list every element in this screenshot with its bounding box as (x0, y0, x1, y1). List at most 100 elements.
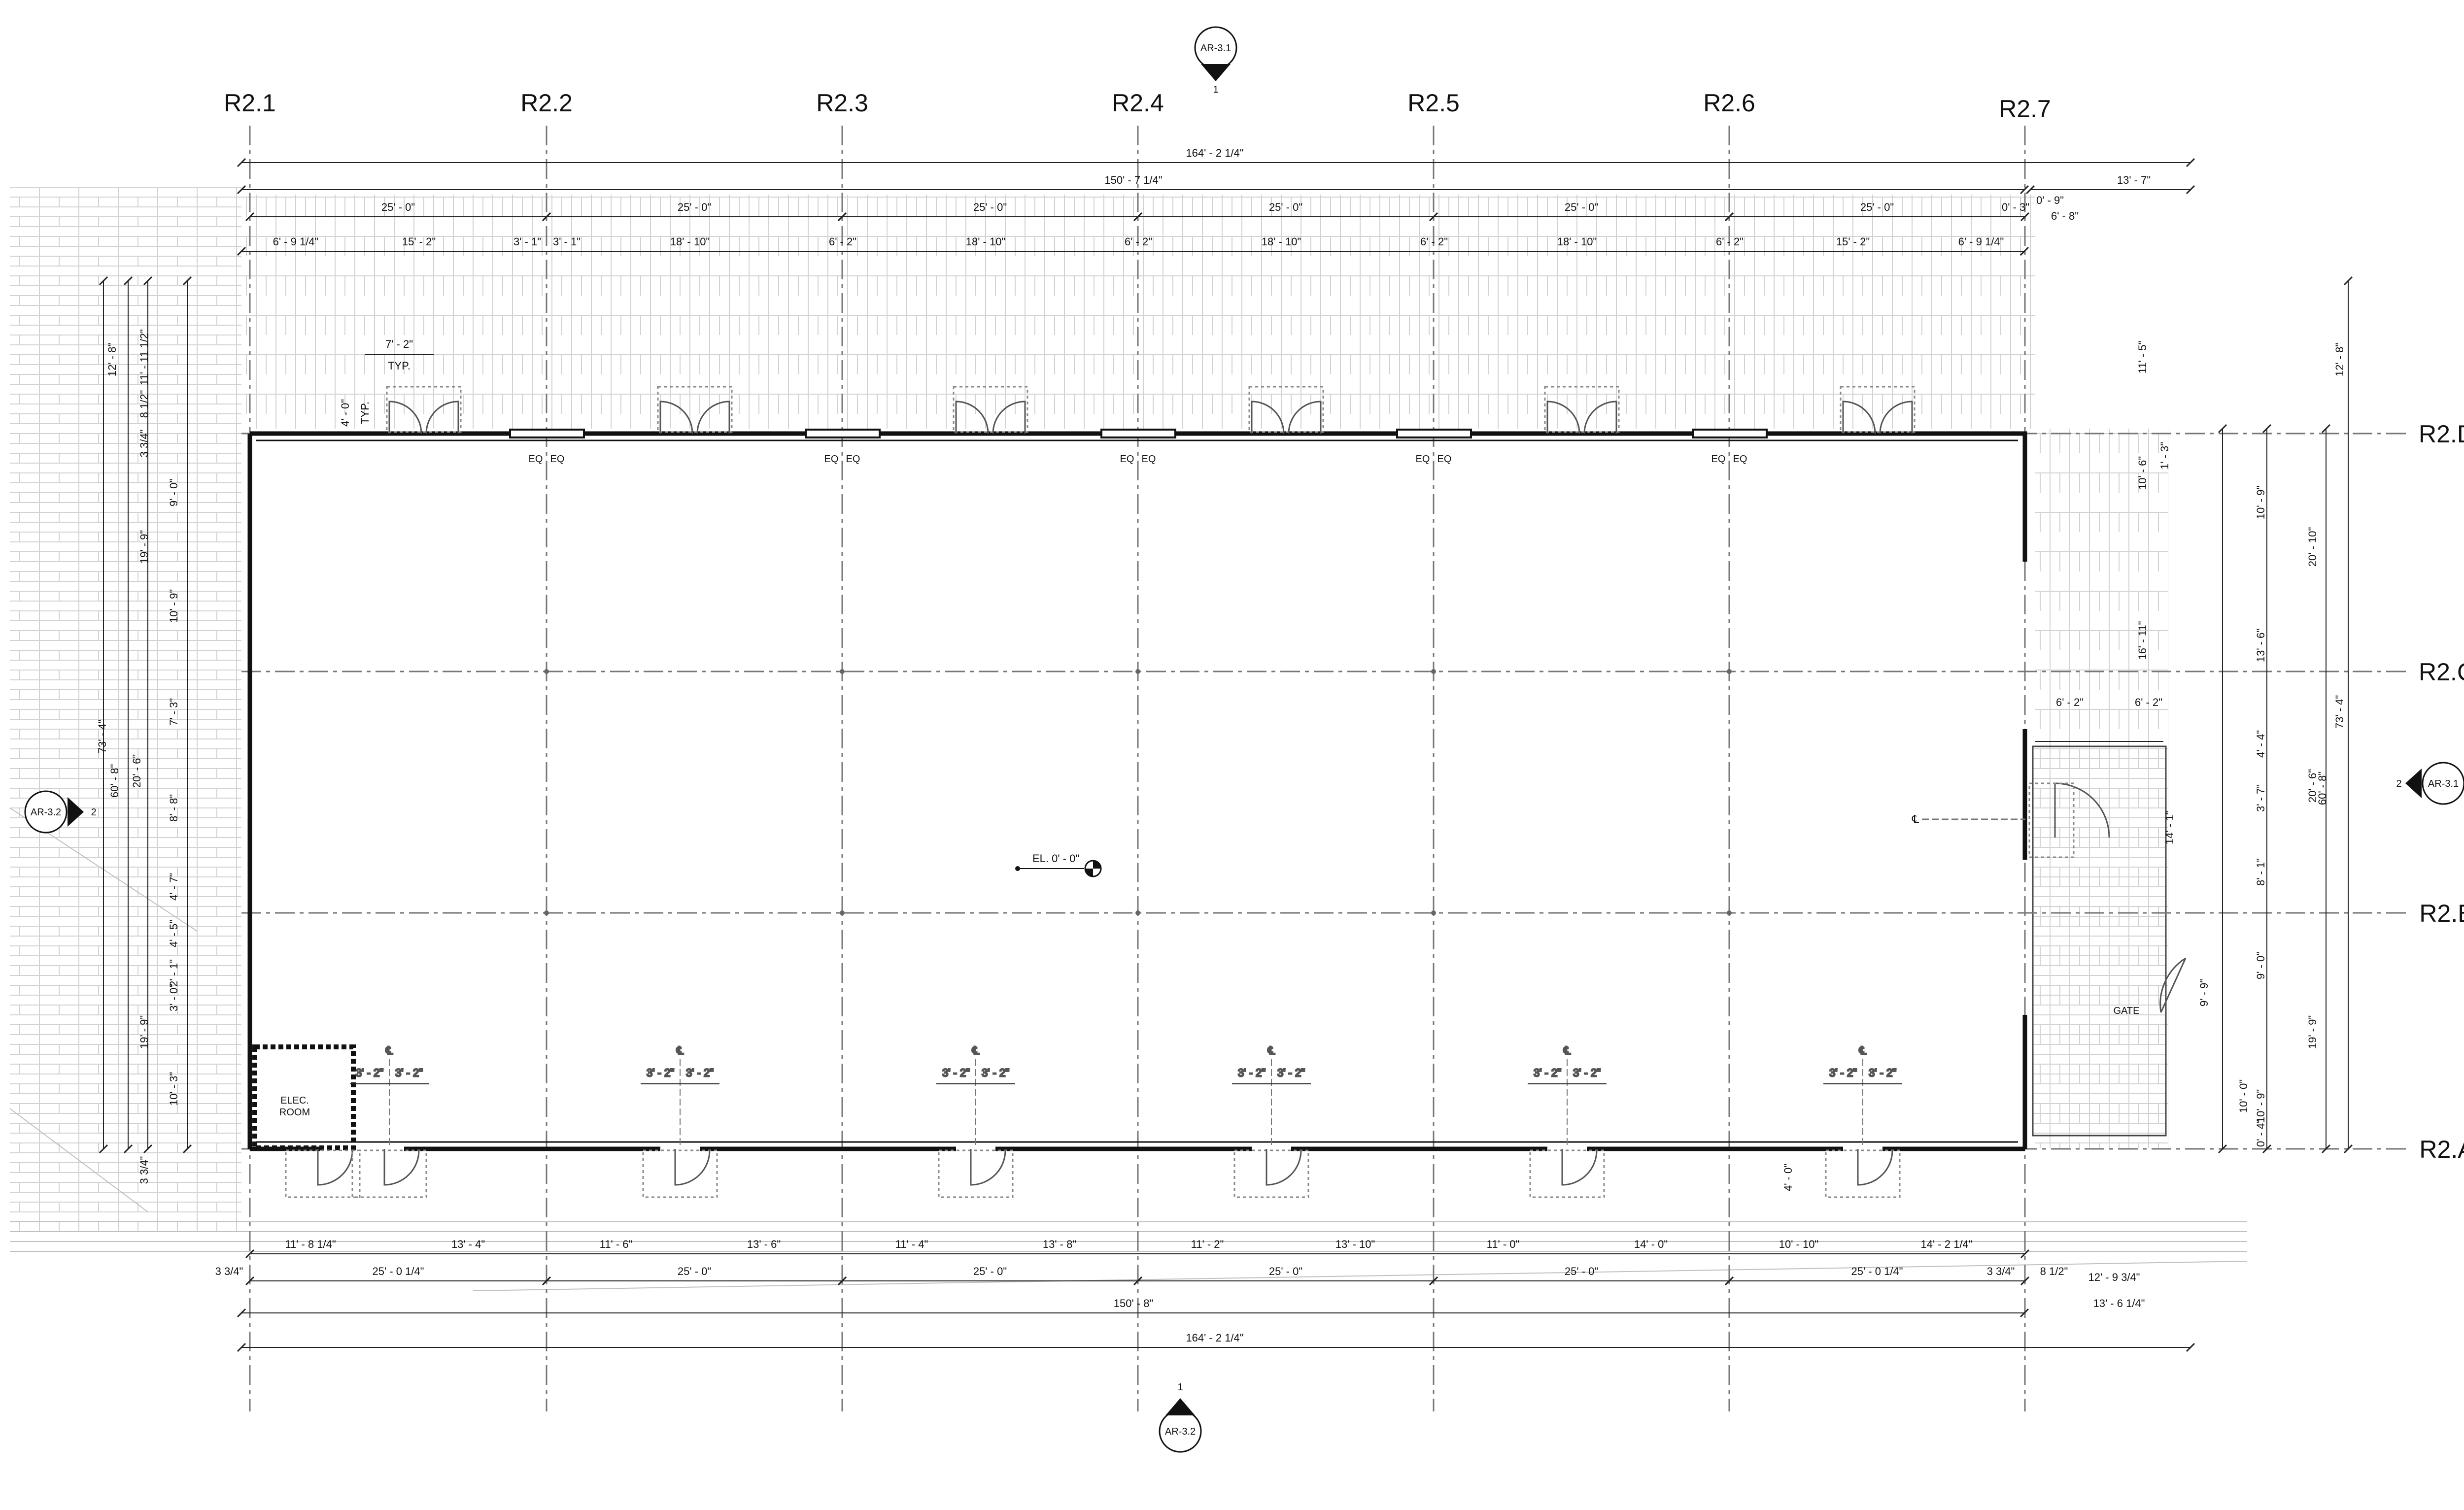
door-swing (1857, 1149, 1893, 1186)
dim-bay: 25' - 0" (1565, 1265, 1598, 1277)
dim-vertical: 20' - 6" (131, 754, 143, 788)
centerline-mark: ℄ (972, 1044, 980, 1057)
dim-opening: 11' - 6" (600, 1238, 633, 1250)
dim-vertical: 9' - 0" (168, 479, 180, 506)
dim-vertical: 60' - 8" (2316, 772, 2328, 805)
door-recess (351, 1149, 427, 1198)
dim-vertical: 1' - 3" (2158, 442, 2171, 470)
dim-vertical: 19' - 9" (138, 530, 150, 564)
dim-vertical: 19' - 9" (2306, 1015, 2319, 1049)
dim-opening: 6' - 2" (829, 235, 856, 248)
dim-opening: 6' - 2" (1420, 235, 1448, 248)
door-swing (1842, 401, 1913, 434)
dim-vertical: 12' - 8" (106, 343, 118, 376)
section-sheet: AR-3.2 (31, 807, 61, 818)
dim-opening: 13' - 4" (451, 1238, 485, 1250)
dim-opening: 13' - 8" (1043, 1238, 1076, 1250)
north-doors (386, 386, 1916, 434)
dim-opening: 14' - 2 1/4" (1921, 1238, 1973, 1250)
dim-right-ext: 13' - 7" (2117, 174, 2151, 186)
elec-room-wall (252, 1044, 356, 1150)
section-marker-bottom[interactable]: AR-3.2 1 (1159, 1382, 1202, 1453)
dim-vertical: 73' - 4" (2333, 695, 2346, 729)
dim-vertical: 20' - 6" (2306, 769, 2319, 803)
section-marker-right[interactable]: AR-3.1 2 (2396, 762, 2464, 805)
dim-opening: 3' - 1" (513, 235, 541, 248)
patio-dim-a: 6' - 2" (2056, 696, 2084, 708)
door-pair-dim: 3' - 2" (647, 1067, 674, 1079)
dim-vertical: 10' - 9" (2255, 1089, 2267, 1123)
column-dot (544, 910, 549, 915)
dim-opening: 11' - 0" (1487, 1238, 1520, 1250)
wall-opening (1843, 1144, 1882, 1154)
dim-opening: 15' - 2" (402, 235, 436, 248)
grid-label-row: R2.D (2419, 420, 2464, 448)
door-swing (383, 1149, 420, 1186)
gate-label: GATE (2114, 1006, 2140, 1016)
dim-opening: 18' - 10" (1557, 235, 1597, 248)
door-pair-dim: 3' - 2" (942, 1067, 970, 1079)
dim-opening: 3' - 1" (553, 235, 581, 248)
dim-vertical: 10' - 9" (2255, 486, 2267, 519)
dim-opening: 11' - 2" (1191, 1238, 1224, 1250)
glazing-panel (1692, 429, 1768, 438)
elevation-label: EL. 0' - 0" (1032, 852, 1079, 865)
wall-opening (956, 1144, 995, 1154)
top-dimension-strings: 164' - 2 1/4"150' - 7 1/4"13' - 7"25' - … (237, 147, 2195, 256)
typ-note: 7' - 2" TYP. TYP. 4' - 0" (339, 338, 434, 427)
dim-small: 8 1/2" (2040, 1265, 2068, 1277)
dim-opening: 11' - 4" (895, 1238, 928, 1250)
section-marker-top[interactable]: AR-3.1 1 (1194, 26, 1237, 95)
dim-building: 150' - 7 1/4" (1104, 174, 1162, 186)
column-dot (1135, 910, 1140, 915)
patio-dims: 6' - 2" 6' - 2" 4' - 0" (1782, 696, 2163, 1191)
section-marker-left[interactable]: AR-3.2 2 (24, 790, 97, 834)
south-doors: ℄3' - 2"3' - 2"℄3' - 2"3' - 2"℄3' - 2"3'… (285, 1044, 1902, 1198)
dim-vertical: 3' - 0" (168, 984, 180, 1011)
elec-room: ELEC. ROOM (252, 1044, 356, 1150)
dim-opening: 6' - 9 1/4" (273, 235, 319, 248)
dim-vertical: 10' - 6" (2136, 456, 2149, 490)
column-dot (1727, 910, 1732, 915)
right-dimension-strings: 12' - 8"11' - 5"1' - 3"10' - 6"10' - 9"2… (2136, 276, 2353, 1154)
dim-right-ext: 13' - 6 1/4" (2093, 1297, 2145, 1309)
column-dot (840, 669, 845, 674)
wall-opening (1252, 1144, 1291, 1154)
grid-label-col: R2.3 (816, 89, 868, 117)
section-number: 2 (91, 807, 96, 818)
dim-vertical: 12' - 8" (2333, 343, 2346, 376)
dim-opening: 18' - 10" (966, 235, 1006, 248)
wall-opening (320, 1144, 404, 1154)
dim-vertical: 16' - 11" (2136, 621, 2149, 660)
centerline-mark: ℄ (1859, 1044, 1867, 1057)
door-swing (1561, 1149, 1598, 1186)
centerline-mark: ℄ (1267, 1044, 1275, 1057)
typ-label-vertical: TYP. (359, 402, 371, 424)
door-swing (317, 1149, 353, 1186)
wall-opening (660, 1144, 700, 1154)
dim-small: 0' - 9" (2036, 194, 2064, 206)
dim-bay: 25' - 0" (678, 201, 711, 213)
eq-label: EQ (1733, 454, 1747, 465)
glazing-panel (1396, 429, 1472, 438)
dim-opening: 14' - 0" (1634, 1238, 1668, 1250)
dim-vertical: 9' - 9" (2198, 979, 2210, 1007)
dim-opening: 6' - 2" (1125, 235, 1152, 248)
door-pair-dim: 3' - 2" (1829, 1067, 1857, 1079)
door-recess (1233, 1149, 1309, 1198)
glazing-panel (1100, 429, 1176, 438)
dim-opening: 13' - 6" (747, 1238, 781, 1250)
dim-opening: 13' - 10" (1335, 1238, 1375, 1250)
elec-room-label-2: ROOM (279, 1107, 310, 1118)
eq-label: EQ (550, 454, 565, 465)
door-pair-dim: 3' - 2" (356, 1067, 383, 1079)
grid-label-col: R2.5 (1407, 89, 1460, 117)
grid-label-col: R2.2 (520, 89, 573, 117)
typ-dim: 7' - 2" (385, 338, 413, 350)
dim-small: 3 3/4" (215, 1265, 243, 1277)
dim-vertical: 2' - 1" (168, 959, 180, 987)
section-number: 2 (2396, 778, 2401, 789)
dim-right-ext: 12' - 9 3/4" (2088, 1271, 2140, 1283)
door-pair-dim: 3' - 2" (686, 1067, 714, 1079)
